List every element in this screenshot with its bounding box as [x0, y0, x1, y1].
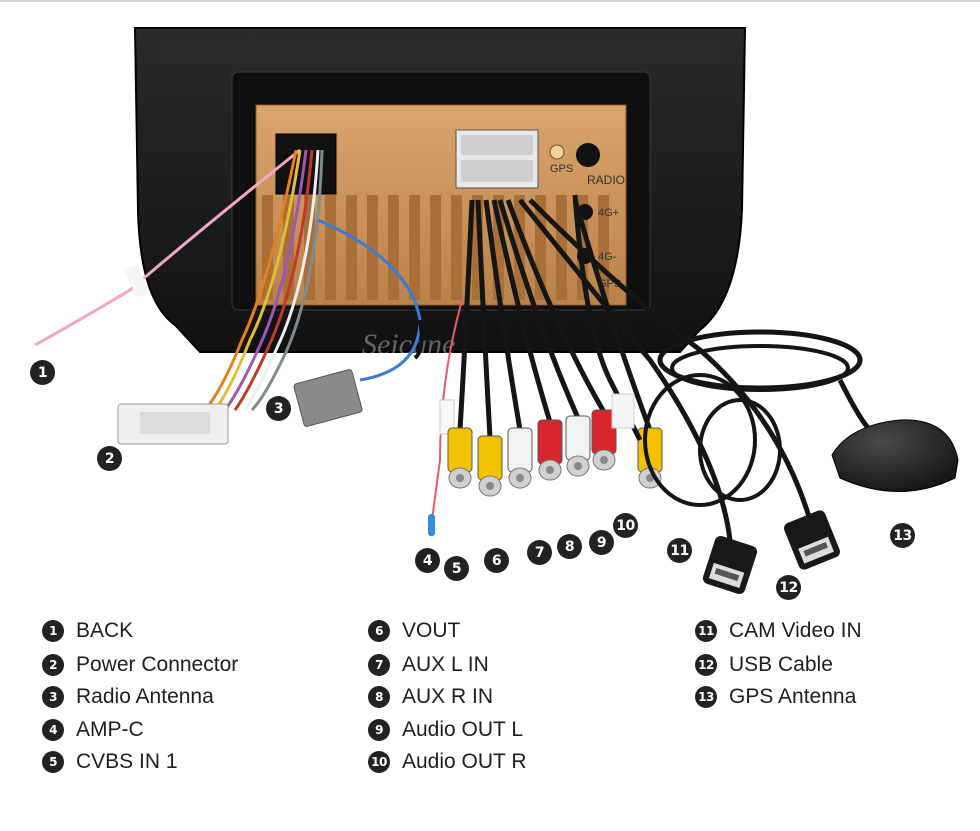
rca-cable: [483, 199, 523, 431]
legend-label: BACK: [76, 619, 134, 642]
heat-sink-fin: [598, 195, 609, 300]
rca-cable: [491, 199, 553, 423]
heat-sink-fin: [556, 195, 567, 300]
legend-number: 11: [695, 620, 717, 642]
heat-sink-fin: [409, 195, 420, 300]
legend-number: 4: [42, 719, 64, 741]
rca-plug-aux-r: [537, 419, 563, 465]
legend-number: 12: [695, 654, 717, 676]
legend-label: VOUT: [402, 619, 461, 642]
marker-7: 7: [527, 540, 552, 565]
marker-5: 5: [444, 556, 469, 581]
rca-plug-audio-out-l: [565, 415, 591, 461]
legend-item-cam-video-in: 11 CAM Video IN: [695, 618, 862, 644]
marker-4: 4: [415, 548, 440, 573]
legend-item-usb-cable: 12 USB Cable: [695, 652, 833, 678]
rca-cable: [497, 199, 581, 420]
rca-cable: [457, 199, 475, 431]
legend-number: 7: [368, 654, 390, 676]
heat-sink-fin: [535, 195, 546, 300]
legend-label: Audio OUT R: [402, 750, 527, 773]
marker-11: 11: [667, 538, 692, 563]
marker-6: 6: [484, 548, 509, 573]
marker-13: 13: [890, 523, 915, 548]
legend-label: CVBS IN 1: [76, 750, 178, 773]
legend-number: 3: [42, 686, 64, 708]
legend-number: 5: [42, 751, 64, 773]
heat-sink-fin: [283, 195, 294, 300]
diagram-svg: GPS RADIO 4G+ 4G- GPS Seicane: [0, 0, 980, 595]
legend-number: 6: [368, 620, 390, 642]
marker-12: 12: [776, 575, 801, 600]
rca-plug-pin: [546, 466, 554, 474]
radio-port-label: RADIO: [587, 173, 625, 187]
legend-number: 10: [368, 751, 390, 773]
rca-cable: [572, 199, 653, 431]
gps-port: [549, 144, 565, 160]
rca-plug-pin: [486, 482, 494, 490]
heat-sink-fin: [388, 195, 399, 300]
marker-3: 3: [266, 396, 291, 421]
legend-item-audio-out-l: 9 Audio OUT L: [368, 717, 523, 743]
rca-plug-cvbs-in: [447, 427, 473, 473]
heat-sink-fin: [367, 195, 378, 300]
legend-label: Audio OUT L: [402, 718, 524, 741]
rca-cable: [475, 199, 493, 439]
legend-number: 8: [368, 686, 390, 708]
legend-label: AUX L IN: [402, 653, 489, 676]
4g-plus-label: 4G+: [598, 207, 619, 219]
legend-label: CAM Video IN: [729, 619, 862, 642]
legend-item-amp-c: 4 AMP-C: [42, 717, 144, 743]
rca-plug-pin: [516, 474, 524, 482]
legend-number: 13: [695, 686, 717, 708]
legend-item-power-connector: 2 Power Connector: [42, 652, 238, 678]
marker-9: 9: [589, 530, 614, 555]
heat-sink-fin: [262, 195, 273, 300]
usb-plug-2: [784, 510, 840, 570]
heat-sink-fin: [325, 195, 336, 300]
rca-plug-pin: [456, 474, 464, 482]
legend-item-aux-l-in: 7 AUX L IN: [368, 652, 489, 678]
rca-plug-aux-l: [507, 427, 533, 473]
legend-label: USB Cable: [729, 653, 833, 676]
heat-sink-fin: [304, 195, 315, 300]
radio-antenna-plug: [293, 369, 363, 427]
rca-plug-pin: [600, 456, 608, 464]
heat-sink-fin: [472, 195, 483, 300]
usb-plug-1: [702, 535, 758, 595]
4g-minus-label: 4G-: [598, 251, 617, 263]
gps-antenna: [831, 419, 959, 492]
legend-number: 2: [42, 654, 64, 676]
heat-sink-fin: [430, 195, 441, 300]
heat-sink-fin: [493, 195, 504, 300]
legend-item-audio-out-r: 10 Audio OUT R: [368, 749, 527, 775]
legend-item-vout: 6 VOUT: [368, 618, 460, 644]
rca-plug-vout: [477, 435, 503, 481]
legend-number: 1: [42, 620, 64, 642]
heat-sink-fin: [451, 195, 462, 300]
marker-1: 1: [30, 360, 55, 385]
heat-sink-fin: [514, 195, 525, 300]
legend-item-gps-antenna: 13 GPS Antenna: [695, 684, 856, 710]
marker-2: 2: [97, 446, 122, 471]
legend-item-aux-r-in: 8 AUX R IN: [368, 684, 493, 710]
legend-item-radio-antenna: 3 Radio Antenna: [42, 684, 214, 710]
heat-sink-fin: [346, 195, 357, 300]
legend-label: AMP-C: [76, 718, 144, 741]
legend-label: GPS Antenna: [729, 685, 857, 708]
rca-cable: [505, 199, 607, 414]
legend-number: 9: [368, 719, 390, 741]
legend-item-back: 1 BACK: [42, 618, 133, 644]
legend-label: AUX R IN: [402, 685, 494, 708]
legend-label: Radio Antenna: [76, 685, 214, 708]
wiring-diagram-illustration: GPS RADIO 4G+ 4G- GPS Seicane: [0, 0, 980, 595]
legend-label: Power Connector: [76, 653, 239, 676]
legend-item-cvbs-in-1: 5 CVBS IN 1: [42, 749, 178, 775]
gps-port-label: GPS: [550, 163, 573, 175]
marker-8: 8: [557, 534, 582, 559]
radio-port: [576, 143, 600, 167]
rca-plug-pin: [574, 462, 582, 470]
marker-10: 10: [613, 513, 638, 538]
